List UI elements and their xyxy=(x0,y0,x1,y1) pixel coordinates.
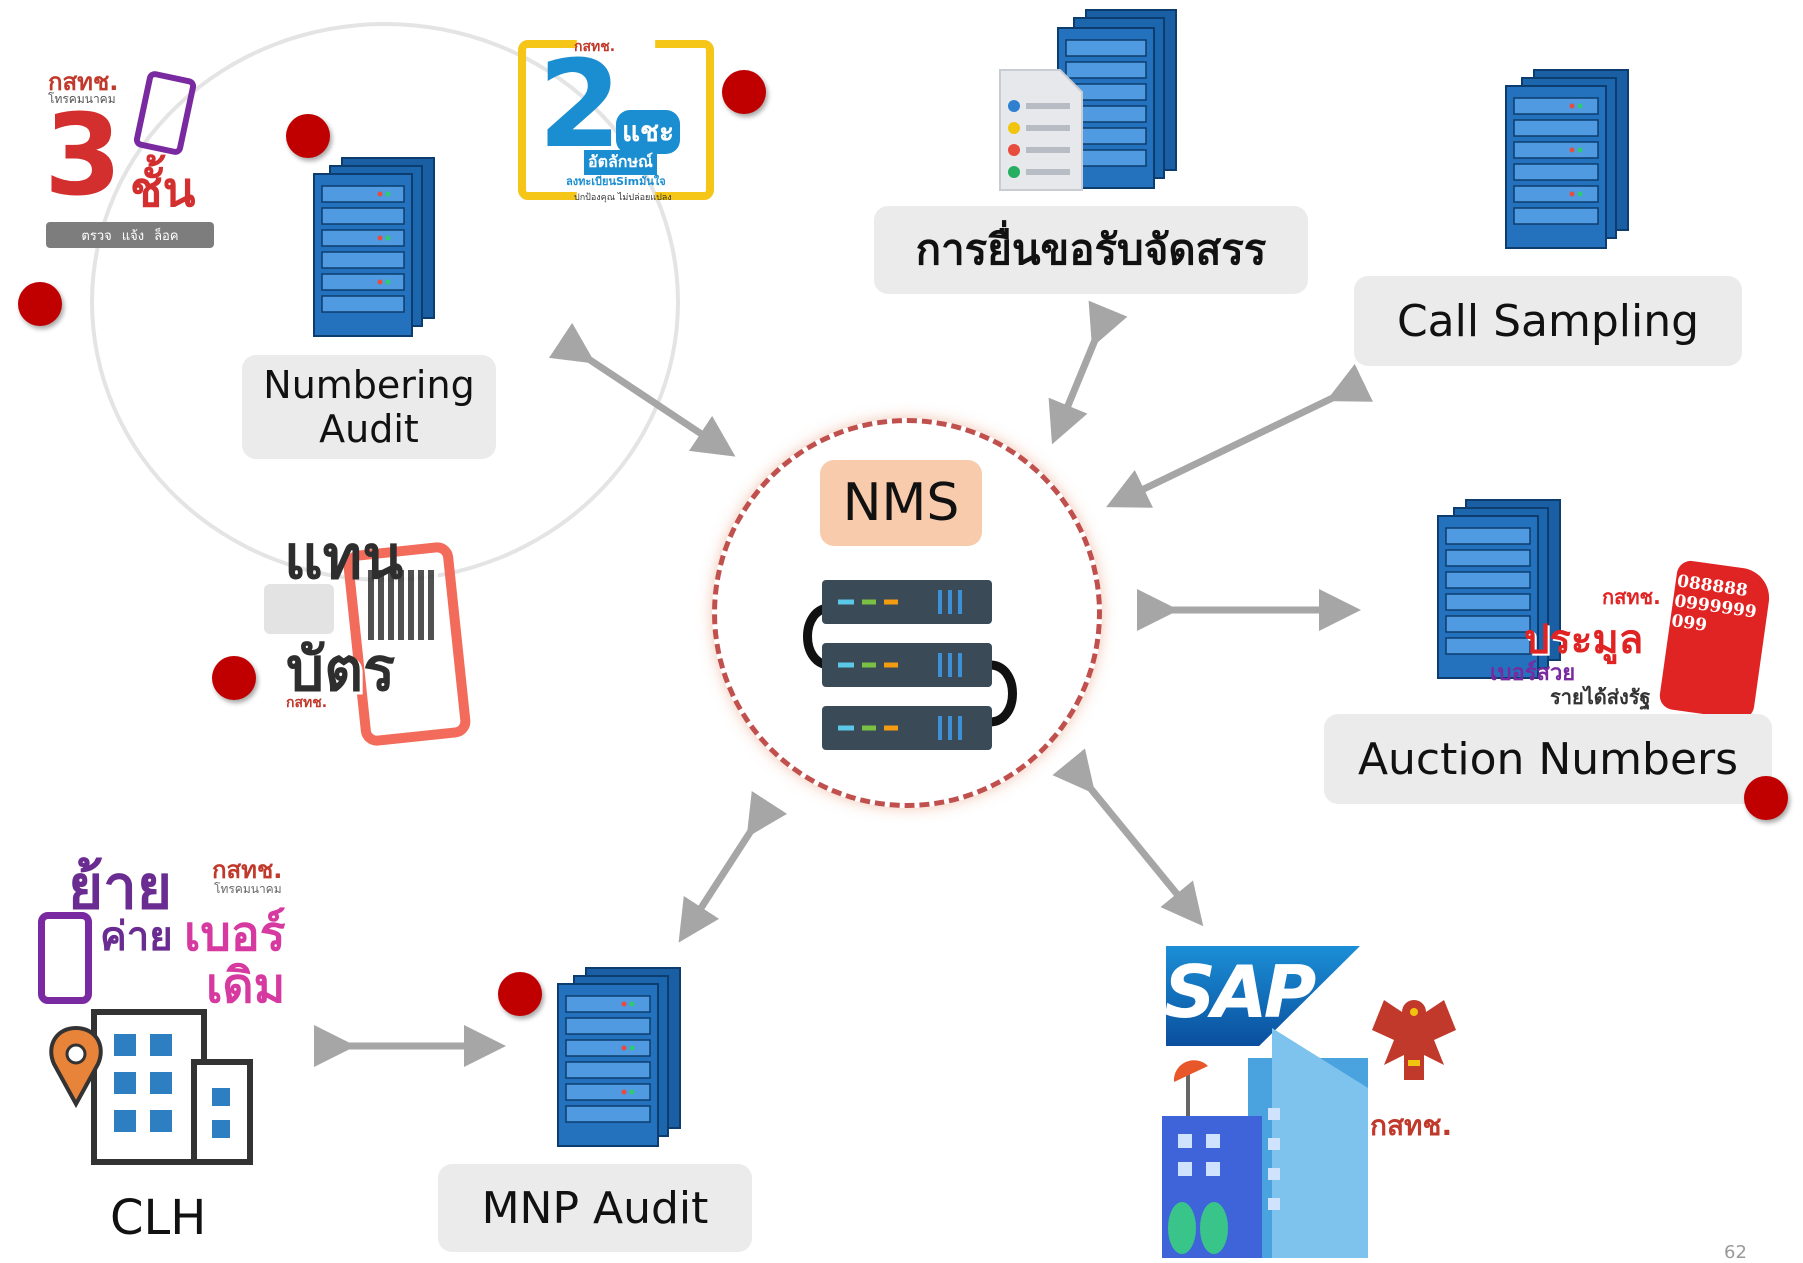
two-factor-brand: กสทช. xyxy=(574,39,616,55)
marker-dot xyxy=(722,70,766,114)
nms-label: NMS xyxy=(820,460,982,546)
page-number: 62 xyxy=(1724,1242,1747,1263)
nms-server-icon xyxy=(803,580,1017,750)
two-factor-word: แชะ xyxy=(616,110,681,154)
auction-sim-numbers: 088888 0999999 099 xyxy=(1670,571,1758,636)
auction-sub2: รายได้ส่งรัฐ xyxy=(1550,685,1651,709)
mnp-audit-server-icon xyxy=(557,967,681,1147)
arrow-callsampling-nms xyxy=(1106,363,1374,508)
marker-dot xyxy=(1744,776,1788,820)
call-sampling-server-icon xyxy=(1505,69,1629,249)
three-steps-brand: กสทช. xyxy=(48,68,119,96)
replace-card-line2: บัตร xyxy=(286,635,396,705)
three-steps-sub: โทรคมนาคม xyxy=(48,92,116,106)
three-steps-word: ชั้น xyxy=(130,162,196,218)
move-network-line4: เดิม xyxy=(206,958,286,1014)
arrow-allocation-nms xyxy=(1048,300,1128,445)
clh-building-icon xyxy=(49,1009,253,1165)
allocation-request-text: การยื่นขอรับจัดสรร xyxy=(915,225,1267,274)
auction-sub1: เบอร์สวย xyxy=(1490,661,1576,686)
three-steps-step3: ล็อค xyxy=(154,228,179,244)
two-factor-line3: ปกป้องคุณ ไม่ปล่อยแปลง xyxy=(574,193,672,203)
numbering-audit-line2: Audit xyxy=(319,407,419,451)
id-card-icon xyxy=(264,584,334,634)
numbering-audit-label: Numbering Audit xyxy=(242,355,496,459)
auction-brand: กสทช. xyxy=(1602,585,1661,609)
move-network-line3: เบอร์ xyxy=(184,906,286,962)
phone-icon xyxy=(132,69,198,157)
move-network-logo: ย้าย กสทช. โทรคมนาคม ค่าย เบอร์ เดิม xyxy=(30,840,330,1020)
move-network-line1: ย้าย xyxy=(68,853,173,923)
auction-server-icon xyxy=(1437,499,1561,679)
auction-title: ประมูล xyxy=(1524,617,1644,663)
numbering-audit-server-icon xyxy=(313,157,435,337)
call-sampling-label: Call Sampling xyxy=(1354,276,1742,366)
marker-dot xyxy=(18,282,62,326)
auction-logo: 088888 0999999 099 กสทช. ประมูล เบอร์สวย… xyxy=(1490,559,1773,721)
three-steps-number: 3 xyxy=(44,91,122,221)
three-steps-step2: แจ้ง xyxy=(121,228,145,244)
mnp-audit-label: MNP Audit xyxy=(438,1164,752,1252)
phone-outline-icon xyxy=(38,912,92,1004)
arrow-sap-nms xyxy=(1052,748,1204,927)
nms-hub xyxy=(712,418,1102,808)
nms-label-text: NMS xyxy=(842,473,960,533)
two-factor-line2: ลงทะเบียนSimมั่นใจ xyxy=(566,175,666,188)
call-sampling-text: Call Sampling xyxy=(1396,295,1700,347)
clh-label: CLH xyxy=(110,1190,207,1246)
garuda-emblem-icon xyxy=(1372,1000,1456,1080)
numbering-audit-line1: Numbering xyxy=(263,363,475,407)
three-steps-logo: กสทช. โทรคมนาคม 3 ชั้น ตรวจ แจ้ง ล็อค xyxy=(44,62,224,252)
two-factor-line1: อัตลักษณ์ xyxy=(584,150,657,175)
three-steps-bar: ตรวจ แจ้ง ล็อค xyxy=(46,222,214,248)
replace-card-brand: กสทช. xyxy=(286,695,328,711)
office-buildings-icon xyxy=(1162,1028,1368,1258)
two-factor-number: 2 xyxy=(538,36,622,175)
marker-dot xyxy=(212,656,256,700)
arrow-numbering-nms xyxy=(548,322,736,457)
marker-dot xyxy=(498,972,542,1016)
replace-card-line1: แทน xyxy=(284,523,404,593)
move-network-sub: โทรคมนาคม xyxy=(214,882,282,896)
allocation-document-server-icon xyxy=(999,9,1177,191)
auction-numbers-text: Auction Numbers xyxy=(1357,733,1739,785)
sap-logo-text: SAP xyxy=(1164,950,1316,1034)
auction-numbers-label: Auction Numbers xyxy=(1324,714,1772,804)
move-network-line2: ค่าย xyxy=(100,914,173,960)
mnp-audit-text: MNP Audit xyxy=(481,1182,709,1234)
arrow-mnp-nms xyxy=(678,790,788,943)
marker-dot xyxy=(286,114,330,158)
three-steps-step1: ตรวจ xyxy=(81,228,112,244)
sap-nbtc-brand: กสทช. xyxy=(1370,1109,1453,1142)
replace-card-logo: แทน บัตร กสทช. xyxy=(256,514,476,748)
move-network-brand: กสทช. xyxy=(212,856,283,884)
allocation-request-label: การยื่นขอรับจัดสรร xyxy=(874,206,1308,294)
qr-code-icon xyxy=(368,570,438,640)
two-factor-logo: กสทช. 2 แชะ อัตลักษณ์ ลงทะเบียนSimมั่นใจ… xyxy=(512,26,726,212)
